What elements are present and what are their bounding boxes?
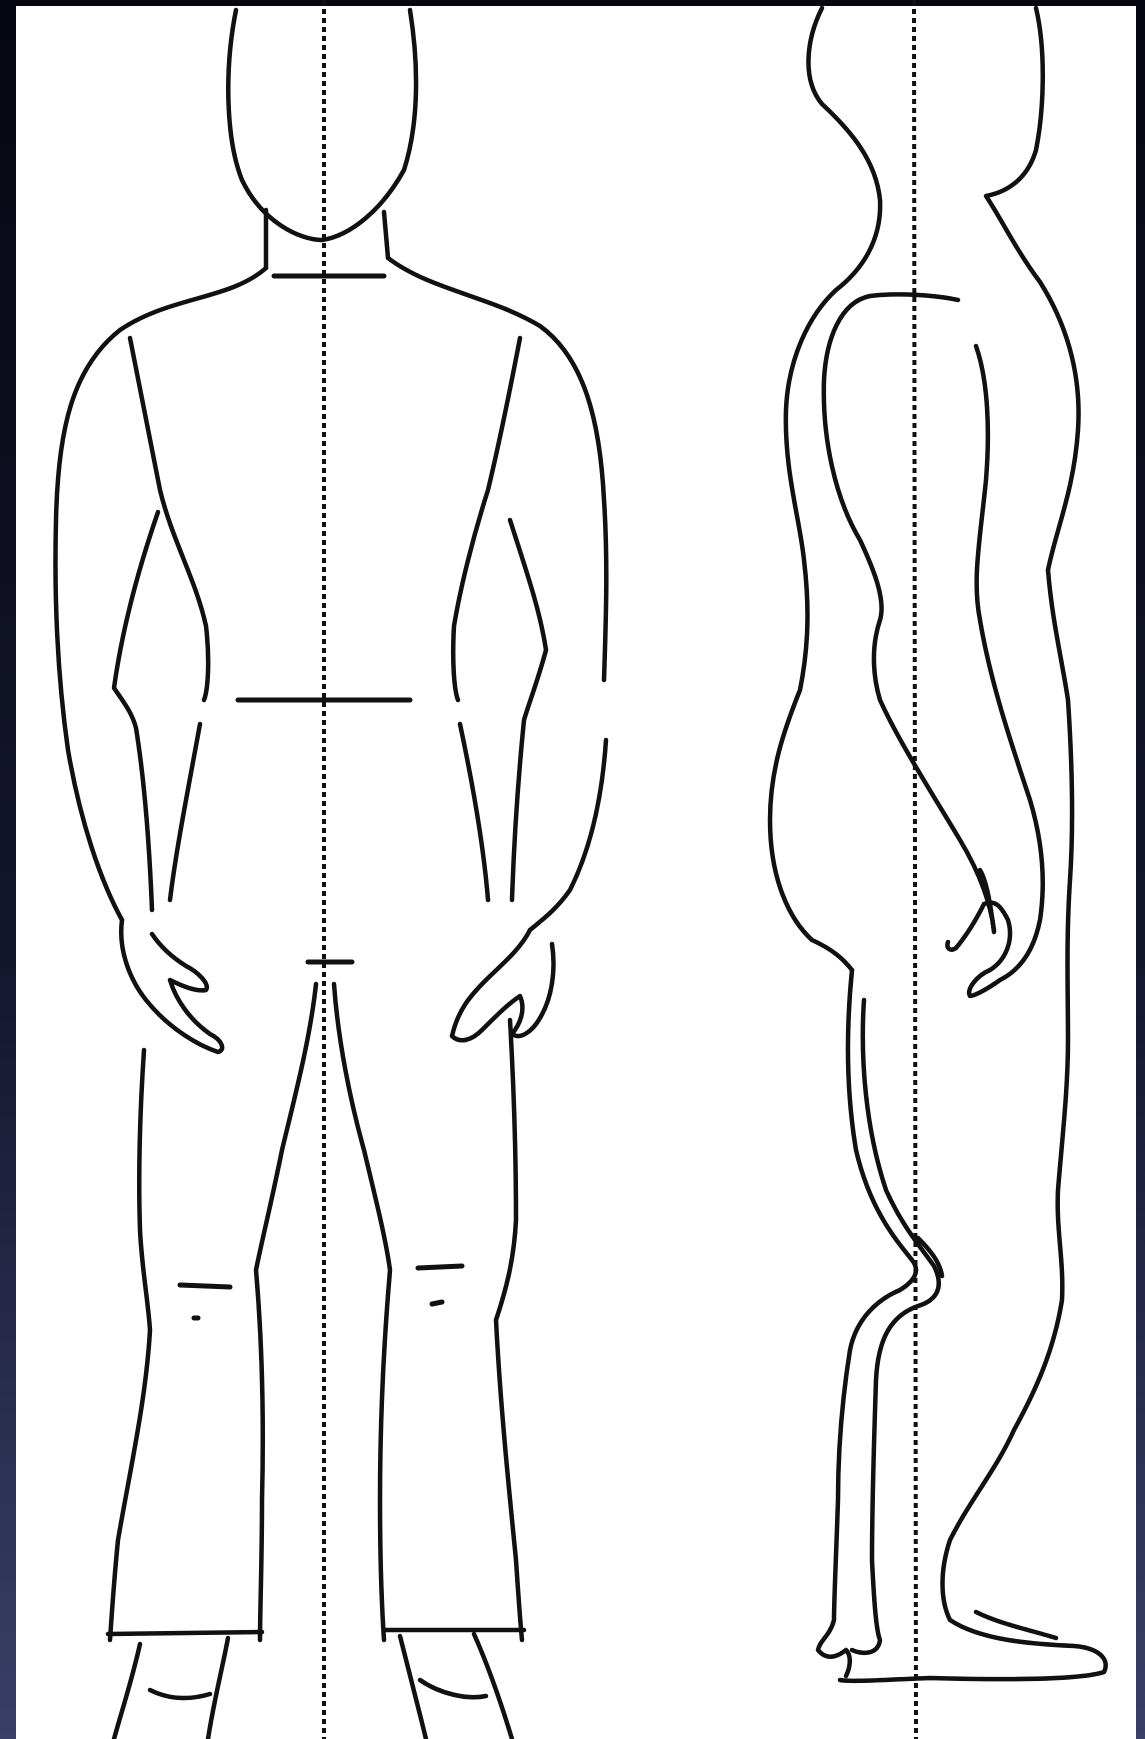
side-shin — [852, 1000, 939, 1653]
side-arm-back — [824, 294, 994, 930]
front-right-leg-inner — [334, 984, 390, 1640]
side-back-leg — [818, 970, 916, 1676]
side-front-body — [840, 570, 1106, 1681]
front-right-foot — [400, 1634, 512, 1739]
side-plumb-line — [914, 0, 916, 1739]
front-left-foot — [114, 1638, 228, 1739]
front-left-inner-arm — [114, 512, 158, 910]
side-face — [986, 8, 1079, 570]
human-figure-front-icon — [56, 10, 607, 1739]
front-left-knee-mark — [180, 1285, 230, 1287]
front-left-leg-outer — [110, 1050, 150, 1640]
front-right-inner-arm — [510, 520, 546, 900]
front-right-hand — [452, 930, 554, 1040]
front-right-shoulder-arm — [388, 258, 606, 680]
front-head — [228, 10, 416, 240]
front-left-shoulder-arm — [56, 268, 267, 920]
front-left-torso — [130, 338, 208, 700]
front-right-knee-mark — [418, 1266, 462, 1268]
front-left-leg-inner — [256, 984, 316, 1640]
front-left-hand — [121, 920, 222, 1052]
front-right-leg-outer — [496, 1020, 522, 1640]
human-figure-side-icon — [770, 8, 1106, 1681]
front-right-outer-forearm — [530, 740, 606, 930]
front-left-forearm-inner — [170, 724, 200, 900]
front-left-hem — [108, 1632, 262, 1634]
front-right-forearm-inner — [460, 724, 488, 900]
side-arm-front — [947, 346, 1042, 996]
front-right-knee-dot — [432, 1302, 442, 1304]
front-neck-right — [384, 212, 388, 258]
side-head-back — [770, 8, 880, 970]
